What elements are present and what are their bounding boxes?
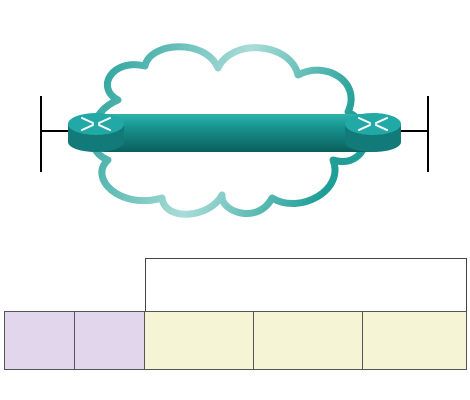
wan-pipe: [98, 114, 385, 152]
frame-header-cell: [74, 311, 145, 370]
frame-header-cell: [4, 311, 75, 370]
payload-bracket: [145, 258, 467, 311]
router-icon: [68, 113, 124, 152]
frame-payload-cell: [253, 311, 363, 370]
router-icon: [345, 113, 401, 152]
frame-payload-cell: [144, 311, 254, 370]
cloud-icon: [88, 43, 370, 218]
frame-payload-cell: [362, 311, 467, 370]
